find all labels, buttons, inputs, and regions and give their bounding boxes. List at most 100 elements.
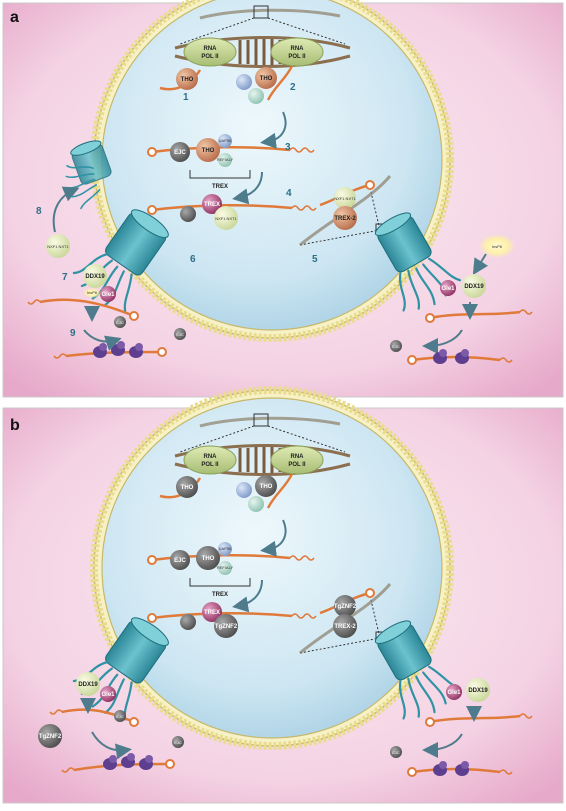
- svg-text:THO: THO: [260, 484, 273, 490]
- svg-text:EJC: EJC: [174, 558, 186, 564]
- svg-text:RNA: RNA: [204, 454, 218, 460]
- rna-pol-ii-left-a: RNA POL II: [183, 37, 237, 67]
- svg-text:Gle1: Gle1: [101, 692, 115, 698]
- svg-text:EJC: EJC: [174, 150, 186, 156]
- svg-text:NXF1 NXT1: NXF1 NXT1: [215, 216, 237, 221]
- ejc-cyto1-a: EJC: [114, 316, 126, 328]
- svg-text:InsP6: InsP6: [87, 290, 98, 295]
- svg-text:Gle1: Gle1: [447, 690, 461, 696]
- nxf1-cyto-a: NXF1 NXT1: [46, 234, 70, 258]
- rna-pol-ii-left-b: RNA POL II: [183, 445, 237, 475]
- svg-text:EJC: EJC: [116, 714, 124, 719]
- ejc-step4-a: [180, 206, 196, 222]
- svg-text:REF/ALY: REF/ALY: [217, 157, 234, 162]
- export-factors-right-a: Gle1 DDX19: [440, 274, 486, 298]
- svg-text:UAP56: UAP56: [219, 546, 232, 551]
- nuclear-pore-right-b: [374, 620, 466, 729]
- svg-text:5: 5: [312, 254, 318, 265]
- ejc-cyto1-b: EJC: [114, 710, 126, 722]
- ejc-cyto3-b: EJC: [390, 746, 402, 758]
- svg-text:TREX: TREX: [204, 202, 220, 208]
- svg-text:9: 9: [70, 328, 76, 339]
- svg-text:TREX-2: TREX-2: [334, 216, 356, 222]
- svg-text:POL II: POL II: [201, 462, 219, 468]
- export-factors-right-b: Gle1 DDX19: [446, 678, 490, 702]
- svg-text:Gle1: Gle1: [101, 292, 115, 298]
- svg-text:THO: THO: [181, 485, 194, 491]
- nuclear-pore-left-a: [67, 209, 169, 320]
- tgznf2-cyto-b: TgZNF2: [38, 724, 62, 748]
- svg-text:DDX19: DDX19: [464, 284, 484, 290]
- svg-text:EJC: EJC: [392, 750, 400, 755]
- svg-text:EJC: EJC: [392, 344, 400, 349]
- trex-bracket-b: TREX: [189, 578, 251, 598]
- svg-text:6: 6: [190, 254, 196, 265]
- svg-text:THO: THO: [202, 148, 215, 154]
- svg-text:InsP6: InsP6: [492, 244, 503, 249]
- tho-step1-a: THO: [176, 68, 198, 90]
- svg-text:DDX19: DDX19: [85, 274, 105, 280]
- panel-a-letter: a: [10, 9, 19, 26]
- ejc-cyto2-b: EJC: [172, 736, 184, 748]
- svg-text:TREX: TREX: [204, 610, 220, 616]
- panel-b: b RNA POL II RNA POL: [2, 386, 564, 804]
- svg-text:TREX-2: TREX-2: [334, 624, 356, 630]
- ejc-cyto2-a: EJC: [174, 328, 186, 340]
- svg-text:EJC: EJC: [174, 740, 182, 745]
- svg-text:2: 2: [290, 82, 296, 93]
- svg-text:THO: THO: [260, 76, 273, 82]
- nuclear-envelope-b: [90, 386, 454, 750]
- svg-text:3: 3: [285, 142, 291, 153]
- svg-text:DDX19: DDX19: [468, 688, 488, 694]
- panel-a: a RNA POL II: [2, 0, 564, 398]
- svg-text:POL II: POL II: [201, 54, 219, 60]
- svg-text:7: 7: [62, 272, 68, 283]
- svg-text:Gle1: Gle1: [441, 286, 455, 292]
- svg-text:TREX: TREX: [212, 592, 228, 598]
- svg-text:RNA: RNA: [291, 46, 305, 52]
- ejc-step4-b: [180, 614, 196, 630]
- svg-text:1: 1: [183, 92, 189, 103]
- tho-step2-a: THO: [236, 67, 277, 104]
- svg-text:EJC: EJC: [116, 320, 124, 325]
- svg-text:TgZNF2: TgZNF2: [215, 624, 238, 630]
- panel-b-letter: b: [10, 417, 20, 434]
- ejc-step3-b: EJC: [170, 550, 190, 570]
- trex2-step5-b: TgZNF2 TREX-2: [299, 583, 392, 655]
- svg-text:NXF1 NXT1: NXF1 NXT1: [47, 244, 69, 249]
- svg-text:EJC: EJC: [176, 332, 184, 337]
- svg-text:TREX: TREX: [212, 184, 228, 190]
- rna-pol-ii-right-b: RNA POL II: [270, 445, 324, 475]
- svg-text:POL II: POL II: [288, 462, 306, 468]
- insp6-right-a: InsP6: [479, 234, 515, 258]
- export-factors-left-b: DDX19 Gle1: [76, 672, 116, 702]
- tho-step3-a: THO UAP56 REF/ALY: [196, 134, 234, 167]
- svg-text:REF/ALY: REF/ALY: [217, 565, 234, 570]
- step-numbers-a: 1 2 3 4 5 6 7 8 9: [36, 82, 318, 339]
- svg-text:DDX19: DDX19: [78, 682, 98, 688]
- trex-step4-b: TREX TgZNF2: [202, 602, 238, 638]
- svg-text:RNA: RNA: [204, 46, 218, 52]
- ejc-cyto3-a: EJC: [390, 340, 402, 352]
- export-factors-left-a: DDX19 Gle1 InsP6: [83, 264, 116, 302]
- svg-text:4: 4: [286, 188, 292, 199]
- svg-text:THO: THO: [202, 556, 215, 562]
- svg-text:RNA: RNA: [291, 454, 305, 460]
- nuclear-pore-left-b: [67, 617, 169, 728]
- tho-step1-b: THO: [176, 476, 198, 498]
- svg-text:8: 8: [36, 206, 42, 217]
- svg-text:UAP56: UAP56: [219, 138, 232, 143]
- rna-pol-ii-right-a: RNA POL II: [270, 37, 324, 67]
- trex-step4-a: TREX NXF1 NXT1: [202, 194, 238, 230]
- nuclear-pore-right-a: [374, 212, 466, 321]
- svg-text:POL II: POL II: [288, 54, 306, 60]
- trex2-step5-a: NXF1 NXT1 TREX-2: [299, 175, 392, 247]
- svg-text:NXF1 NXT1: NXF1 NXT1: [334, 196, 356, 201]
- ejc-step3-a: EJC: [170, 142, 190, 162]
- tho-step3-b: THO UAP56 REF/ALY: [196, 542, 234, 575]
- svg-text:TgZNF2: TgZNF2: [334, 604, 357, 610]
- trex-bracket-a: TREX: [189, 170, 251, 190]
- nuclear-pore-top-a: [59, 140, 112, 212]
